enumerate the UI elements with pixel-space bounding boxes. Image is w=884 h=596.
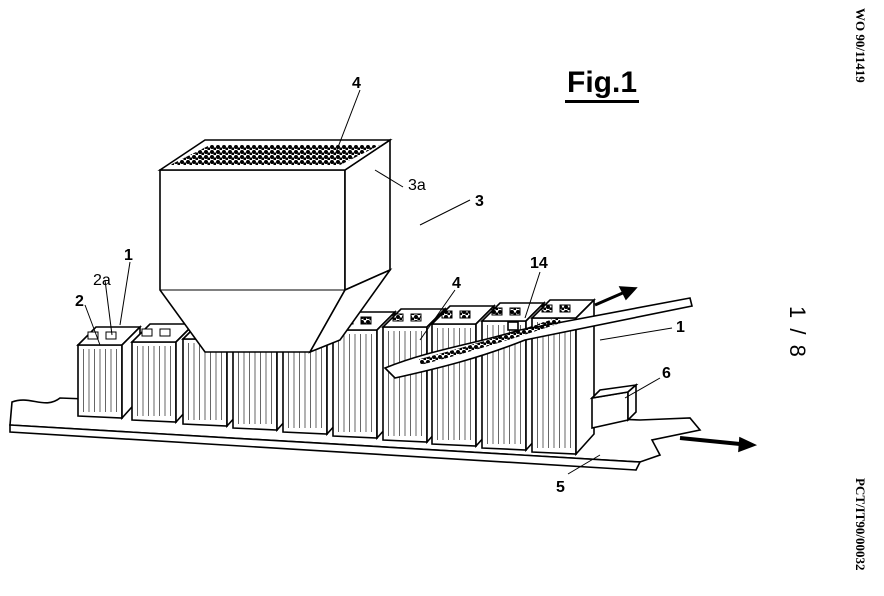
label-14: 14 [530,255,548,272]
label-1-left: 1 [124,247,133,264]
label-4-top: 4 [352,75,361,92]
arrow-conveyor-icon [595,292,625,305]
label-2: 2 [75,293,84,310]
label-1-right: 1 [676,319,685,336]
label-6: 6 [662,365,671,382]
label-3: 3 [475,193,484,210]
label-4-mid: 4 [452,275,461,292]
brick [78,327,140,418]
label-5: 5 [556,479,565,496]
arrow-right-icon [680,438,740,444]
label-2a: 2a [93,272,111,289]
label-3a: 3a [408,177,426,194]
